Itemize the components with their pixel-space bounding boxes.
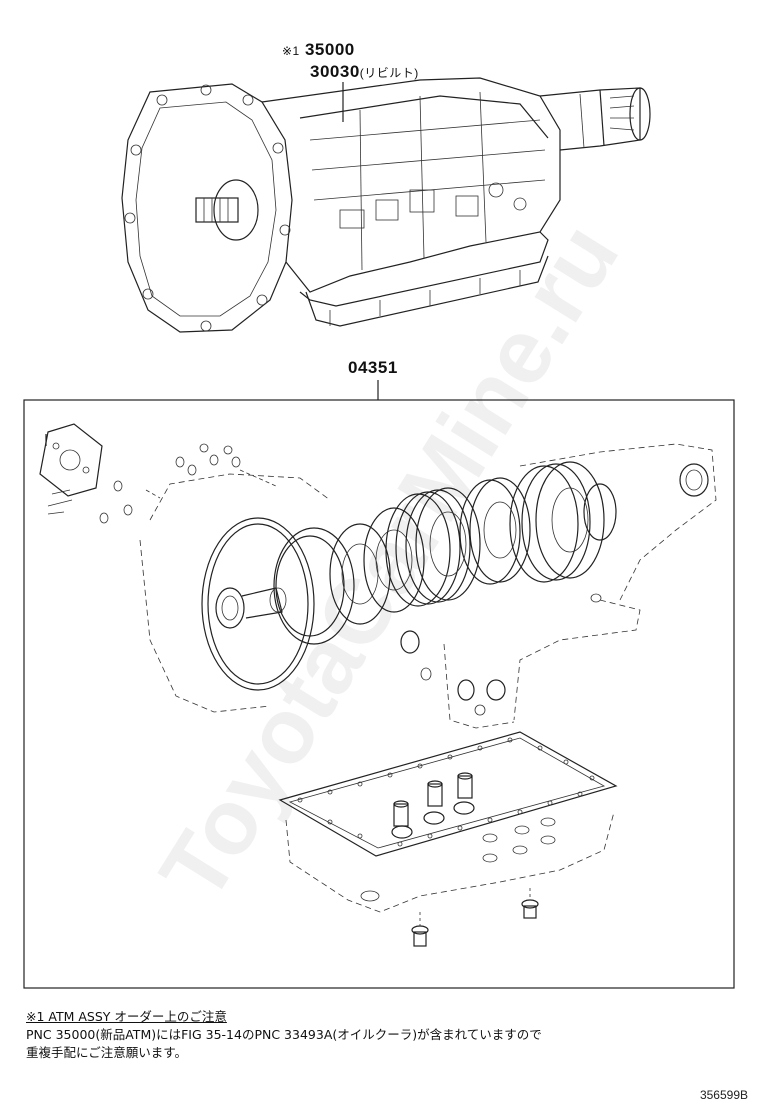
rebuilt-part-callout: 30030(リビルト): [310, 62, 419, 82]
rebuilt-part-number: 30030: [310, 62, 360, 81]
main-part-callout: ※1 35000: [282, 40, 355, 60]
parts-diagram: [23, 77, 735, 989]
figure-code: 356599B: [699, 1088, 748, 1102]
kit-part-callout: 04351: [348, 358, 398, 378]
notes-section: ※1 ATM ASSY オーダー上のご注意 PNC 35000(新品ATM)には…: [26, 1008, 542, 1062]
kit-part-number: 04351: [348, 358, 398, 377]
overhaul-kit-drawing: [23, 380, 735, 989]
notes-line-2: 重複手配にご注意願います。: [26, 1045, 188, 1060]
main-part-number: 35000: [304, 40, 355, 59]
gasket-bolt-holes: [297, 737, 595, 847]
main-part-prefix: ※1: [282, 44, 300, 58]
notes-heading: ※1 ATM ASSY オーダー上のご注意: [26, 1009, 227, 1024]
notes-line-1: PNC 35000(新品ATM)にはFIG 35-14のPNC 33493A(オ…: [26, 1027, 542, 1042]
rebuilt-part-suffix: (リビルト): [359, 66, 419, 80]
transmission-drawing: [121, 77, 651, 333]
